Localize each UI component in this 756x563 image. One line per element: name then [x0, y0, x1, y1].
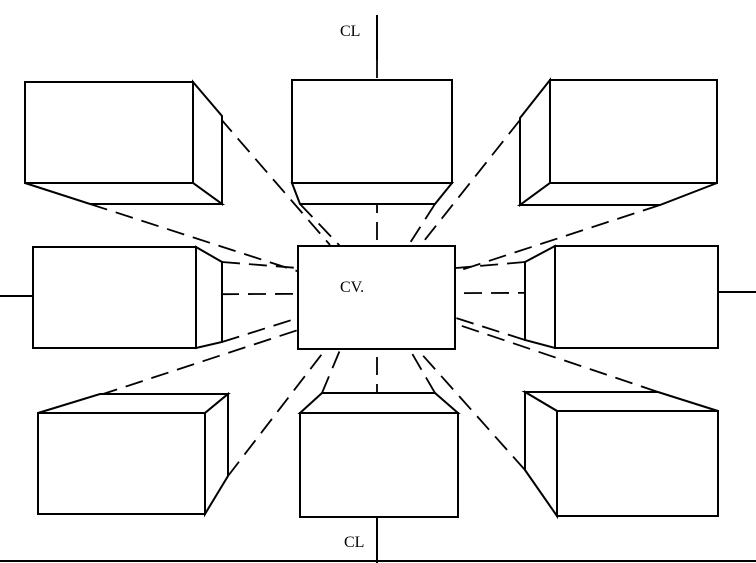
guide-line — [321, 349, 341, 394]
box-front-face — [556, 410, 719, 517]
box-top-face — [297, 392, 461, 414]
perspective-guide-lines — [89, 117, 661, 477]
guide-line — [219, 117, 331, 246]
center-line-label-bottom: CL — [344, 534, 364, 551]
box-side-face — [524, 244, 556, 350]
box-top-center — [290, 79, 455, 205]
box-front-face — [37, 412, 206, 515]
guide-line — [455, 317, 526, 341]
center-line-label-top: CL — [340, 23, 360, 40]
center-view: CV. — [297, 245, 456, 350]
guide-line — [299, 203, 341, 247]
guide-line — [454, 204, 661, 273]
center-view-label: CV. — [340, 279, 364, 296]
box-front-face — [291, 79, 453, 184]
box-side-face — [195, 245, 223, 350]
box-bottom-right — [521, 390, 719, 520]
box-middle-left — [32, 245, 223, 350]
box-front-face — [299, 412, 459, 518]
box-front-face — [24, 81, 194, 184]
box-bottom-face — [516, 182, 718, 206]
box-side-face — [204, 391, 229, 518]
box-top-right — [516, 77, 718, 207]
guide-line — [407, 203, 436, 247]
box-top-left — [24, 79, 226, 206]
box-front-face — [554, 245, 719, 349]
box-middle-right — [524, 244, 719, 350]
box-front-face — [549, 79, 718, 184]
center-view-rect — [297, 245, 456, 350]
guide-line — [89, 203, 301, 273]
box-front-face — [32, 246, 197, 349]
box-bottom-face — [24, 182, 226, 205]
guide-line — [221, 317, 299, 343]
guide-line — [409, 349, 436, 394]
box-bottom-center — [297, 392, 461, 518]
box-bottom-left — [37, 391, 231, 518]
box-top-face — [37, 393, 231, 414]
guide-line — [455, 261, 526, 269]
guide-line — [99, 329, 299, 396]
box-side-face — [524, 390, 558, 520]
box-bottom-face — [290, 182, 455, 205]
guide-line — [455, 323, 659, 393]
guide-line — [221, 261, 299, 269]
